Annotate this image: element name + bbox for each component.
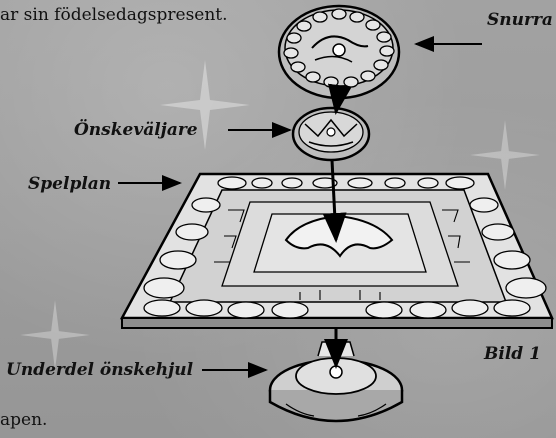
spelplan-board: [122, 174, 552, 328]
snurra-disc: [279, 6, 399, 98]
onskevaljare-disc: [293, 108, 369, 160]
